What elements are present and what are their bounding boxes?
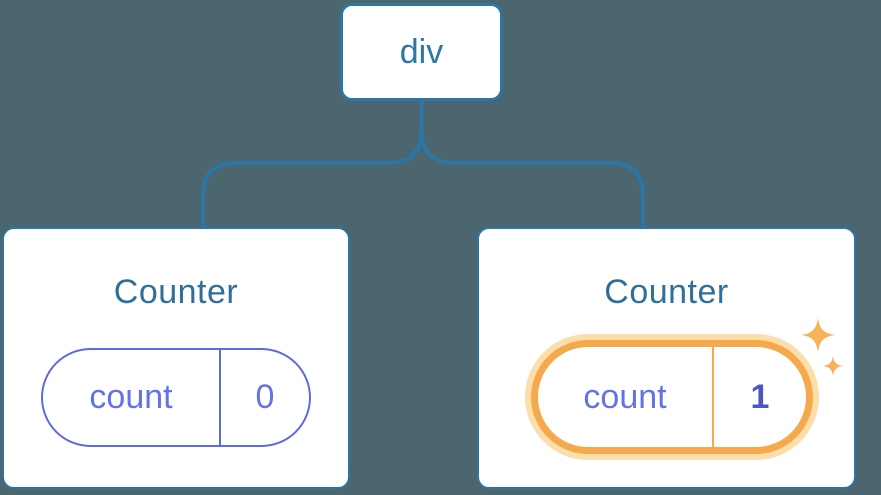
state-key: count <box>583 377 667 416</box>
state-key: count <box>89 378 173 416</box>
sparkle-icon <box>823 356 843 376</box>
state-pill: count 0 <box>41 348 311 447</box>
counter-card-right: Counter count 1 <box>477 227 856 489</box>
state-value: 1 <box>712 347 806 447</box>
connector-left-branch <box>201 101 424 227</box>
connector-right-branch <box>419 101 645 227</box>
sparkle-icon <box>801 318 835 352</box>
card-title: Counter <box>604 273 729 311</box>
state-pill-highlighted: count 1 <box>531 340 813 454</box>
root-node-label: div <box>399 32 444 71</box>
counter-card-left: Counter count 0 <box>2 227 350 489</box>
root-node-div: div <box>340 3 503 101</box>
state-value: 0 <box>219 350 309 445</box>
card-title: Counter <box>113 273 239 311</box>
